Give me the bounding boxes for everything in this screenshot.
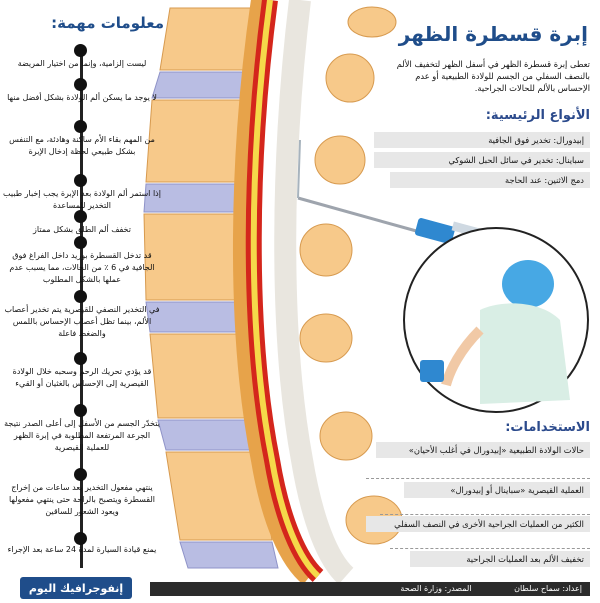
patient-arm bbox=[441, 326, 484, 387]
intro-paragraph: تعطى إبرة قسطرة الظهر في أسفل الظهر لتخف… bbox=[396, 59, 590, 93]
vertebra-body bbox=[159, 7, 256, 71]
leader-line bbox=[380, 514, 590, 516]
types-section-title: الأنواع الرئيسية: bbox=[485, 108, 590, 123]
timeline-dot bbox=[74, 44, 87, 57]
timeline-dot bbox=[74, 236, 87, 249]
vertebra-body bbox=[165, 451, 273, 541]
info-item: يمنع قيادة السيارة لمدة 24 ساعة بعد الإج… bbox=[7, 545, 157, 554]
catheter bbox=[297, 139, 301, 199]
timeline-dot bbox=[74, 174, 87, 187]
source: المصدر: وزارة الصحة bbox=[400, 584, 472, 593]
info-item: ليست إلزامية، وإنما من اختيار المريضة bbox=[17, 59, 147, 68]
ligament-layer bbox=[274, 0, 354, 585]
patient-back bbox=[480, 303, 570, 404]
spinous-process bbox=[299, 223, 353, 277]
patient-figure bbox=[420, 260, 570, 404]
disc bbox=[179, 541, 279, 569]
use-item: العملية القيصرية «سباينال أو إبيدورال» bbox=[404, 482, 590, 498]
info-item: تخفف ألم الطلق بشكل ممتاز bbox=[33, 225, 131, 234]
prepared-by: إعداد: سماح سلطان bbox=[514, 584, 582, 593]
type-item: دمج الاثنين: عند الحاجة bbox=[390, 172, 590, 188]
timeline-line bbox=[80, 46, 83, 568]
disc bbox=[151, 71, 251, 99]
leader-line bbox=[390, 548, 590, 550]
type-item: إبيدورال: تخدير فوق الجافية bbox=[374, 132, 590, 148]
needle bbox=[297, 196, 421, 234]
timeline-dot bbox=[74, 532, 87, 545]
uses-section-title: الاستخدامات: bbox=[505, 420, 590, 435]
spinal-cord-yellow bbox=[250, 0, 321, 579]
use-item: الكثير من العمليات الجراحية الأخرى في ال… bbox=[366, 516, 590, 532]
use-item: تخفيف الألم بعد العمليات الجراحية bbox=[410, 551, 590, 567]
info-item: في التخدير النصفي للقيصرية يتم تخدير أعص… bbox=[4, 305, 160, 338]
info-item: من المهم بقاء الأم ساكنة وهادئة، مع التن… bbox=[9, 135, 155, 156]
timeline-dot bbox=[74, 404, 87, 417]
iv-box bbox=[420, 360, 444, 382]
timeline-dot bbox=[74, 290, 87, 303]
use-item: حالات الولادة الطبيعية «إبيدورال في أغلب… bbox=[376, 442, 590, 458]
dura-layer bbox=[233, 0, 318, 585]
main-title: إبرة قسطرة الظهر bbox=[398, 22, 588, 46]
info-column: معلومات مهمة: ليست إلزامية، وإنما من اخت… bbox=[2, 14, 164, 568]
spinous-process bbox=[347, 6, 397, 38]
timeline-dot bbox=[74, 210, 87, 223]
leader-line bbox=[366, 478, 590, 480]
disc bbox=[157, 419, 259, 451]
timeline-dot bbox=[74, 78, 87, 91]
needle-hub bbox=[414, 218, 456, 244]
spinous-process bbox=[314, 135, 366, 185]
footer: إنفوجرافيك اليوم إعداد: سماح سلطان المصد… bbox=[0, 576, 600, 603]
timeline-dot bbox=[74, 120, 87, 133]
info-title: معلومات مهمة: bbox=[51, 14, 164, 32]
spinous-process bbox=[319, 411, 373, 461]
timeline-dot bbox=[74, 352, 87, 365]
info-item: قد تدخل القسطرة بوريد داخل الفراغ فوق ال… bbox=[9, 251, 155, 284]
info-item: ينتهي مفعول التخدير بعد ساعات من إخراج ا… bbox=[8, 483, 156, 516]
info-item: لا يوجد ما يسكن ألم الولادة بشكل أفضل من… bbox=[7, 93, 157, 102]
patient-head bbox=[502, 260, 554, 308]
info-item: قد يؤدي تحريك الرحم وسحبه خلال الولادة ا… bbox=[12, 367, 152, 388]
timeline-dot bbox=[74, 468, 87, 481]
spinous-process bbox=[325, 53, 375, 103]
spinous-process bbox=[299, 313, 353, 363]
credit-bar: إعداد: سماح سلطان المصدر: وزارة الصحة bbox=[150, 582, 590, 596]
type-item: سباينال: تخدير في سائل الحبل الشوكي bbox=[374, 152, 590, 168]
spinous-processes bbox=[299, 6, 403, 545]
info-item: إذا استمر ألم الولادة بعد الإبرة يجب إخب… bbox=[3, 189, 161, 210]
vertebrae-group bbox=[143, 7, 279, 569]
logo: إنفوجرافيك اليوم bbox=[20, 577, 132, 599]
info-item: يتخدّر الجسم من الأسفل إلى أعلى الصدر نت… bbox=[4, 419, 160, 452]
